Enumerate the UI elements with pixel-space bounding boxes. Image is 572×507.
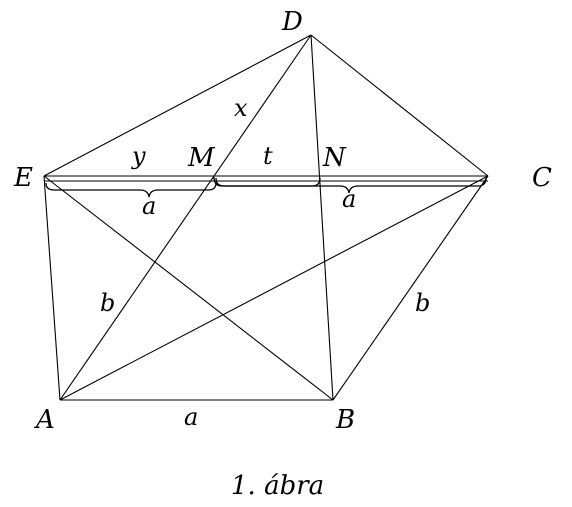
label-bc-b: b	[415, 289, 430, 317]
side-ea	[43, 175, 61, 401]
label-mn-t: t	[263, 142, 273, 170]
label-dm-x: x	[234, 94, 248, 122]
label-c: C	[532, 163, 552, 193]
side-bc	[332, 175, 489, 401]
brace-left	[45, 182, 217, 198]
diagonal-be	[43, 175, 334, 401]
figure-caption: 1. ábra	[231, 471, 324, 501]
side-cd	[310, 34, 489, 177]
diagonal-ad	[59, 34, 312, 401]
label-e: E	[13, 163, 33, 193]
label-em-y: y	[131, 142, 146, 170]
label-ab-a: a	[184, 403, 198, 431]
label-brace-left-a: a	[142, 192, 156, 220]
label-d: D	[281, 7, 303, 37]
label-a: A	[34, 405, 55, 435]
label-am-b: b	[100, 289, 115, 317]
brace-mn	[215, 177, 321, 187]
brace-right	[213, 176, 487, 194]
label-brace-right-a: a	[342, 185, 356, 213]
label-m: M	[187, 143, 216, 173]
diagonal-ac	[59, 175, 489, 401]
side-de	[43, 34, 312, 177]
label-n: N	[322, 143, 347, 173]
label-b: B	[335, 405, 355, 435]
diagonal-bd	[310, 34, 334, 401]
